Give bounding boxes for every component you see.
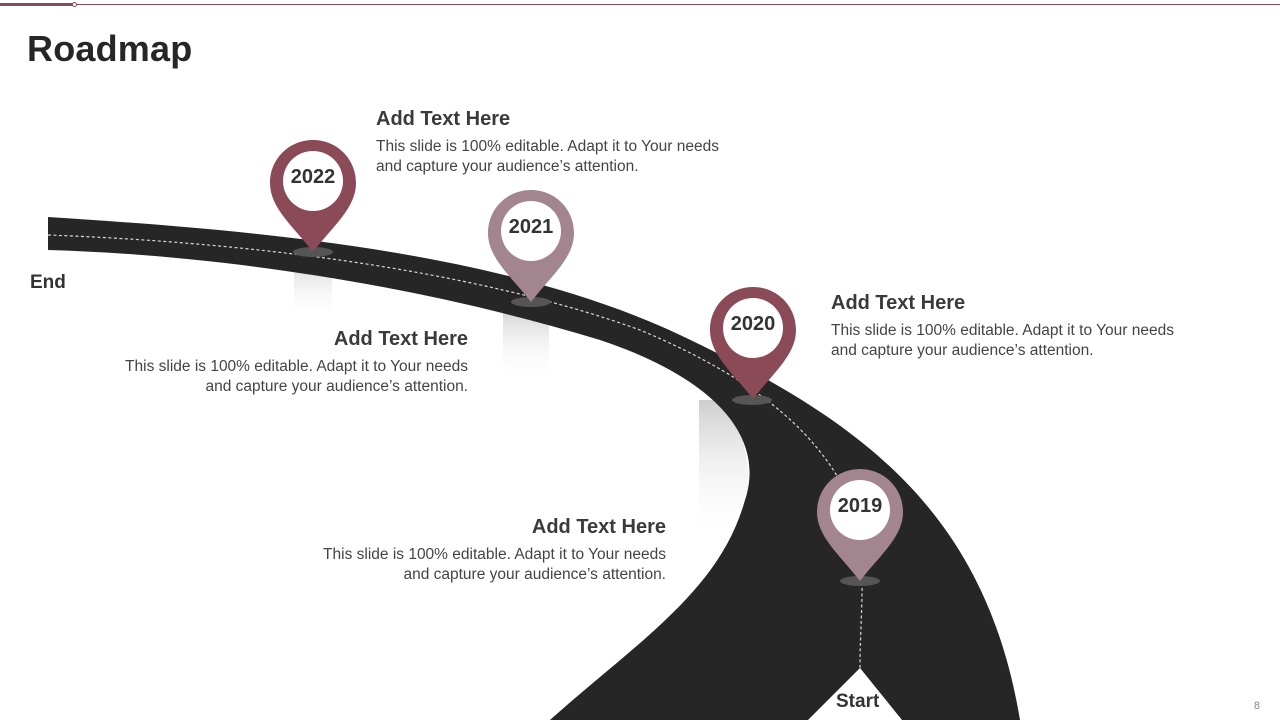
milestone-text-2022: Add Text Here This slide is 100% editabl… xyxy=(376,108,736,176)
pillar-shadow xyxy=(699,400,750,540)
milestone-year: 2020 xyxy=(730,313,776,335)
top-rule-dot xyxy=(72,2,77,7)
top-rule-accent xyxy=(0,3,74,6)
milestone-pin-2021: 2021 xyxy=(487,188,575,304)
milestone-heading: Add Text Here xyxy=(531,516,666,538)
milestone-description: This slide is 100% editable. Adapt it to… xyxy=(831,322,1174,359)
pin-base-shadow xyxy=(732,395,772,405)
milestone-text-2019: Add Text Here This slide is 100% editabl… xyxy=(306,516,666,584)
milestone-text-2021: Add Text Here This slide is 100% editabl… xyxy=(108,328,468,396)
road-end-label: End xyxy=(30,272,66,293)
milestone-description: This slide is 100% editable. Adapt it to… xyxy=(323,546,666,583)
map-pin-icon xyxy=(488,190,574,302)
milestone-description: This slide is 100% editable. Adapt it to… xyxy=(376,138,719,175)
milestone-pin-2020: 2020 xyxy=(709,285,797,401)
milestone-description: This slide is 100% editable. Adapt it to… xyxy=(125,358,468,395)
map-pin-icon xyxy=(817,469,903,581)
milestone-year: 2021 xyxy=(508,216,554,238)
map-pin-icon xyxy=(270,140,356,252)
milestone-text-2020: Add Text Here This slide is 100% editabl… xyxy=(831,292,1191,360)
top-rule xyxy=(0,4,1280,5)
road-start-label: Start xyxy=(836,691,880,712)
milestone-heading: Add Text Here xyxy=(831,292,966,314)
milestone-year: 2022 xyxy=(290,166,336,188)
slide-title: Roadmap xyxy=(27,28,193,69)
milestone-heading: Add Text Here xyxy=(333,328,468,350)
milestone-pin-2022: 2022 xyxy=(269,138,357,254)
map-pin-icon xyxy=(710,287,796,399)
milestone-pin-2019: 2019 xyxy=(816,467,904,583)
road-surface xyxy=(48,217,1020,720)
milestone-heading: Add Text Here xyxy=(376,108,511,130)
page-number: 8 xyxy=(1253,700,1260,712)
milestone-year: 2019 xyxy=(837,495,883,517)
